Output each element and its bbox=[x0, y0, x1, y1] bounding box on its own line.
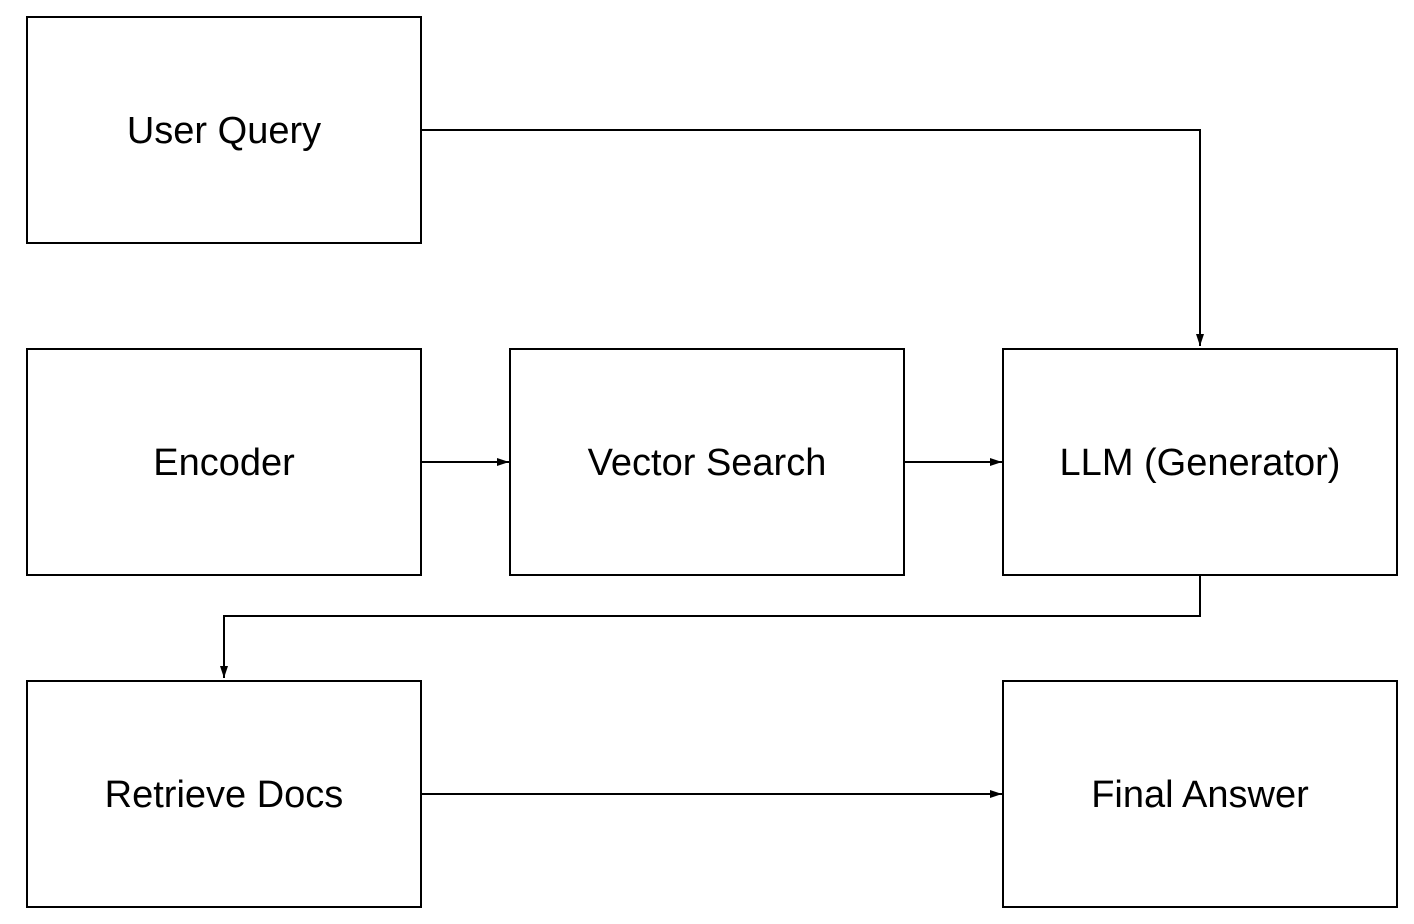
node-llm-generator: LLM (Generator) bbox=[1002, 348, 1398, 576]
node-encoder-label: Encoder bbox=[153, 442, 295, 484]
node-user-query-label: User Query bbox=[127, 110, 321, 152]
node-vector-search: Vector Search bbox=[509, 348, 905, 576]
node-final-answer-label: Final Answer bbox=[1091, 774, 1309, 816]
node-user-query: User Query bbox=[26, 16, 422, 244]
node-retrieve-docs-label: Retrieve Docs bbox=[105, 774, 344, 816]
node-llm-generator-label: LLM (Generator) bbox=[1060, 442, 1341, 484]
node-final-answer: Final Answer bbox=[1002, 680, 1398, 908]
node-vector-search-label: Vector Search bbox=[588, 442, 827, 484]
node-retrieve-docs: Retrieve Docs bbox=[26, 680, 422, 908]
edge-llm-to-retrieve-docs bbox=[220, 576, 1201, 678]
node-encoder: Encoder bbox=[26, 348, 422, 576]
edge-user-query-to-llm bbox=[421, 129, 1204, 346]
